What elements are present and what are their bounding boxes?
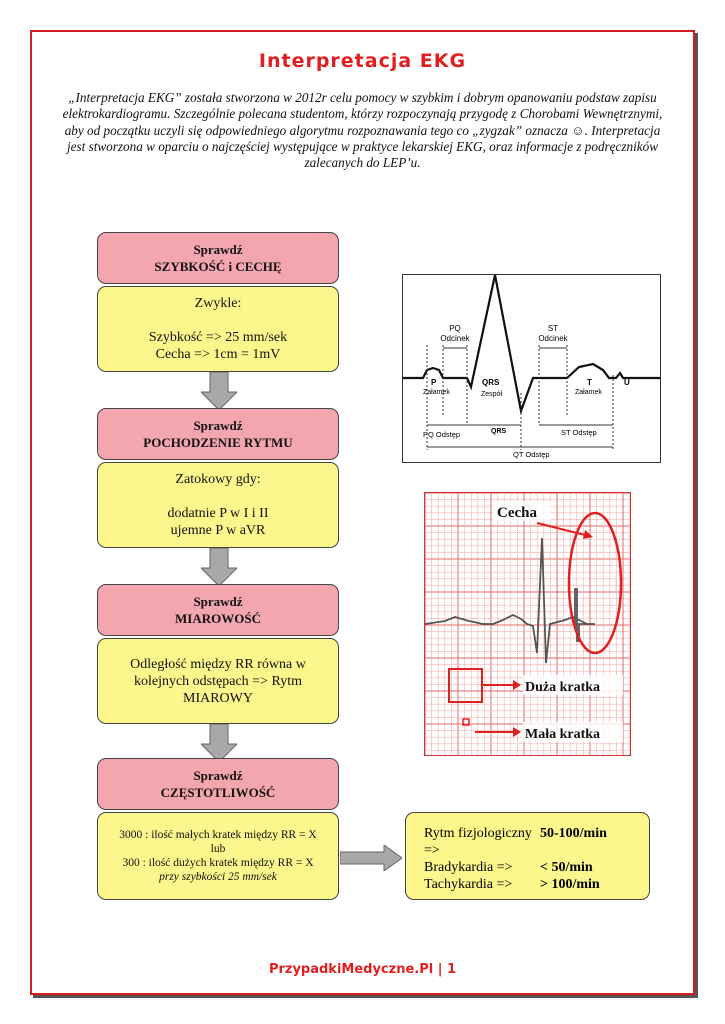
result-row: Rytm fizjologiczny => 50-100/min	[424, 825, 649, 859]
result-label: Bradykardia =>	[424, 860, 513, 875]
arrow-down-icon	[201, 372, 237, 410]
page-footer: PrzypadkiMedyczne.Pl | 1	[268, 962, 457, 977]
step-header-regularity: Sprawdź MIAROWOŚĆ	[97, 584, 339, 636]
arrow-down-icon	[201, 548, 237, 586]
pq-interval-label: PQ Odstęp	[423, 430, 460, 439]
st-segment-label: ST	[548, 324, 558, 333]
page-title: Interpretacja EKG	[258, 50, 467, 72]
result-row: Tachykardia => > 100/min	[424, 876, 649, 893]
step-line: ujemne P w aVR	[170, 523, 266, 538]
step-title: CZĘSTOTLIWOŚĆ	[160, 785, 276, 800]
st-interval-label: ST Odstęp	[561, 428, 597, 437]
step-line: MIAROWY	[183, 690, 253, 706]
step-line: Odległość między RR równa w	[130, 656, 306, 672]
step-body-rhythm: Zatokowy gdy: dodatnie P w I i II ujemne…	[97, 462, 339, 548]
result-row: Bradykardia => < 50/min	[424, 859, 649, 876]
step-line: kolejnych odstępach => Rytm	[133, 673, 303, 689]
result-value: > 100/min	[540, 877, 600, 892]
p-wave-sublabel: Załamek	[423, 389, 450, 396]
step-line: 300 : ilość dużych kratek między RR = X	[122, 857, 314, 869]
ekg-waveform	[403, 274, 660, 416]
ekg-trace	[425, 537, 595, 664]
result-value: < 50/min	[540, 860, 593, 875]
duza-kratka-label: Duża kratka	[525, 680, 600, 695]
arrow-down-icon	[201, 724, 237, 762]
step-body-regularity: Odległość między RR równa w kolejnych od…	[97, 638, 339, 724]
spacer	[98, 488, 338, 505]
mala-kratka-label: Mała kratka	[525, 727, 600, 742]
qrs-interval-label: QRS	[491, 428, 507, 435]
result-box: Rytm fizjologiczny => 50-100/min Bradyka…	[405, 812, 650, 900]
step-body-frequency: 3000 : ilość małych kratek między RR = X…	[97, 812, 339, 900]
step-line: lub	[210, 843, 226, 855]
step-title: MIAROWOŚĆ	[175, 611, 261, 626]
pq-segment-sublabel: Odcinek	[440, 334, 470, 343]
step-line: Zwykle:	[194, 296, 242, 311]
pq-segment-label: PQ	[449, 324, 461, 333]
step-check-label: Sprawdź	[193, 768, 243, 783]
result-label: Tachykardia =>	[424, 877, 513, 892]
t-wave-label: T	[587, 378, 592, 387]
step-check-label: Sprawdź	[193, 418, 243, 433]
u-wave-label: U	[624, 378, 630, 387]
ekg-waveform-figure: PQ Odcinek ST Odcinek P Załamek QRS Zesp…	[402, 274, 661, 463]
step-check-label: Sprawdź	[193, 242, 243, 257]
result-label: Rytm fizjologiczny =>	[424, 826, 532, 858]
intro-paragraph: „Interpretacja EKG” została stworzona w …	[62, 90, 663, 171]
arrow-right-icon	[340, 845, 402, 871]
step-title: POCHODZENIE RYTMU	[143, 435, 293, 450]
step-line: 3000 : ilość małych kratek między RR = X	[119, 829, 317, 841]
step-title: SZYBKOŚĆ i CECHĘ	[154, 259, 282, 274]
qrs-sublabel: Zespół	[481, 391, 502, 398]
qrs-label: QRS	[482, 378, 500, 387]
step-line: Cecha => 1cm = 1mV	[155, 347, 281, 362]
st-segment-sublabel: Odcinek	[538, 334, 568, 343]
step-body-speed: Zwykle: Szybkość => 25 mm/sek Cecha => 1…	[97, 286, 339, 372]
step-line: Zatokowy gdy:	[175, 472, 261, 487]
step-check-label: Sprawdź	[193, 594, 243, 609]
step-line: dodatnie P w I i II	[167, 506, 269, 521]
spacer	[98, 312, 338, 329]
step-line: Szybkość => 25 mm/sek	[148, 330, 288, 345]
cecha-label: Cecha	[497, 505, 537, 521]
step-header-rhythm: Sprawdź POCHODZENIE RYTMU	[97, 408, 339, 460]
ekg-grid-figure: Cecha Duża kratka Mała kratka	[424, 492, 631, 756]
t-wave-sublabel: Załamek	[575, 389, 602, 396]
p-wave-label: P	[431, 378, 437, 387]
qt-interval-label: QT Odstęp	[513, 450, 550, 459]
step-header-speed: Sprawdź SZYBKOŚĆ i CECHĘ	[97, 232, 339, 284]
result-value: 50-100/min	[540, 826, 607, 841]
step-line: przy szybkości 25 mm/sek	[159, 871, 277, 883]
step-header-frequency: Sprawdź CZĘSTOTLIWOŚĆ	[97, 758, 339, 810]
